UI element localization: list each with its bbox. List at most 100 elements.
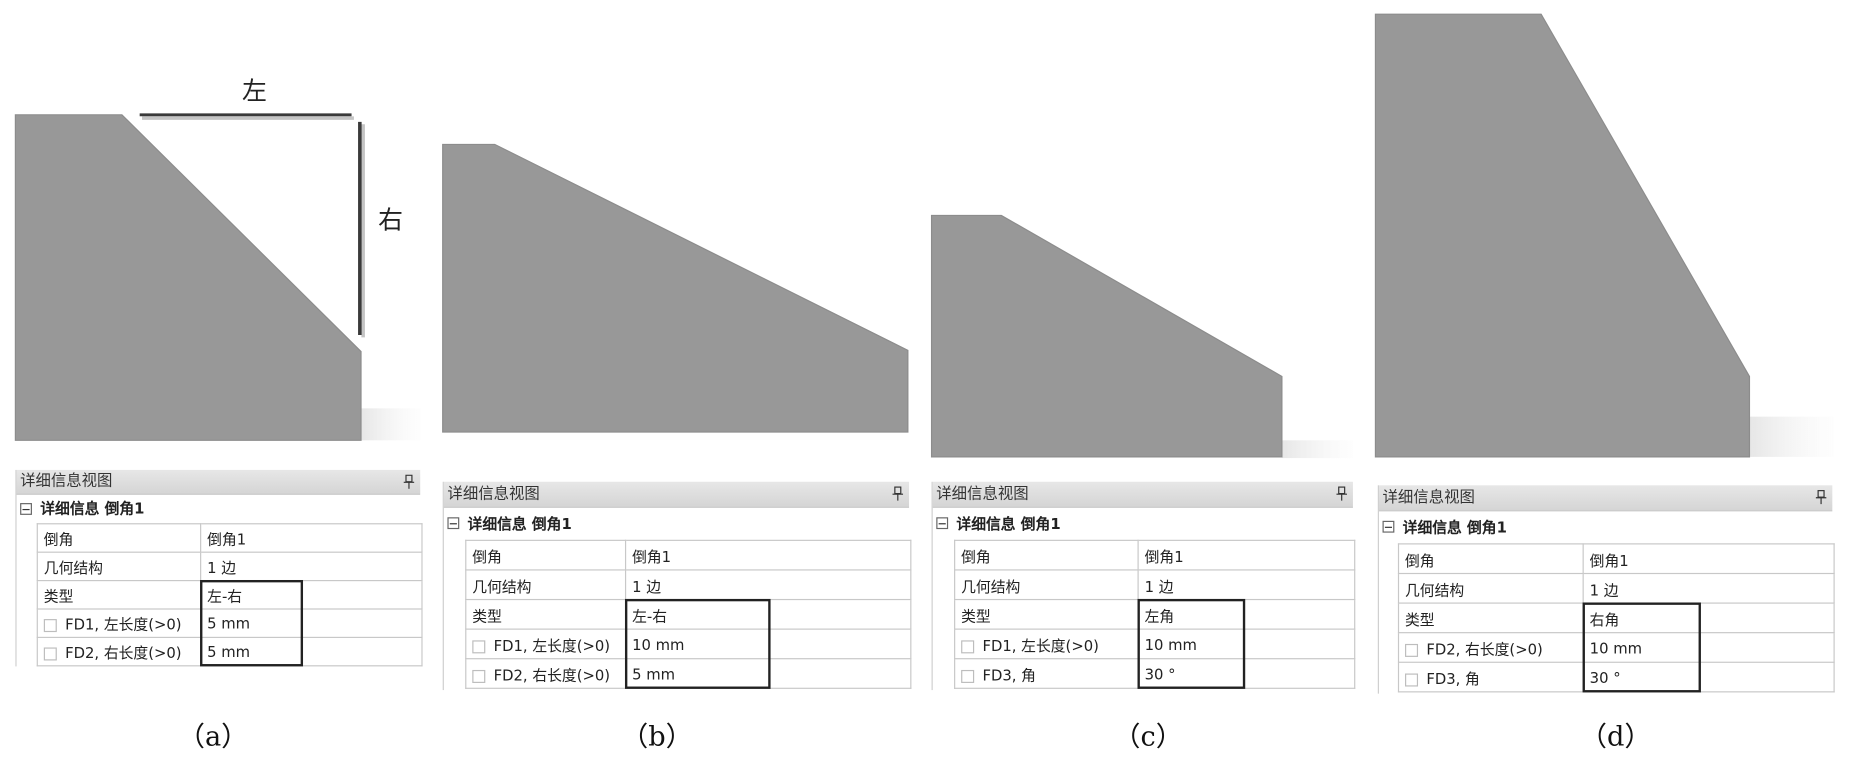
property-label: 类型 xyxy=(954,598,1139,630)
table-row[interactable]: FD1, 左长度(>0) 10 mm xyxy=(954,628,1356,660)
parameter-checkbox[interactable] xyxy=(43,647,57,661)
chamfered-solid-c xyxy=(930,214,1283,458)
property-value[interactable]: 10 mm xyxy=(1582,632,1835,663)
property-label: 倒角 xyxy=(465,539,627,571)
subfigure-caption: （a） xyxy=(177,722,249,753)
property-value[interactable]: 1 边 xyxy=(1137,569,1356,601)
property-label: FD2, 右长度(>0) xyxy=(1397,632,1584,663)
details-group-header[interactable]: 详细信息 倒角1 xyxy=(1379,511,1832,543)
parameter-checkbox[interactable] xyxy=(1405,643,1419,657)
property-label-text: FD1, 左长度(>0) xyxy=(65,615,182,634)
details-group-title: 详细信息 倒角1 xyxy=(1402,518,1507,537)
details-view-header: 详细信息视图 xyxy=(16,469,421,495)
details-group-header[interactable]: 详细信息 倒角1 xyxy=(933,508,1353,540)
property-value[interactable]: 倒角1 xyxy=(200,523,423,553)
property-label-text: FD1, 左长度(>0) xyxy=(493,636,611,654)
property-label: FD1, 左长度(>0) xyxy=(465,628,627,660)
table-row[interactable]: 类型 左-右 xyxy=(465,598,912,630)
collapse-icon[interactable] xyxy=(936,517,949,530)
pin-icon[interactable] xyxy=(403,474,415,489)
table-row[interactable]: FD2, 右长度(>0) 5 mm xyxy=(465,658,912,689)
property-label-text: FD1, 左长度(>0) xyxy=(982,636,1099,654)
table-row[interactable]: 倒角 倒角1 xyxy=(1397,543,1835,575)
property-value[interactable]: 1 边 xyxy=(200,551,423,582)
pin-icon[interactable] xyxy=(1815,490,1827,505)
parameter-checkbox[interactable] xyxy=(43,619,57,633)
parameter-checkbox[interactable] xyxy=(961,669,975,683)
property-label-text: FD2, 右长度(>0) xyxy=(493,665,611,684)
parameter-checkbox[interactable] xyxy=(472,639,486,653)
table-row[interactable]: 几何结构 1 边 xyxy=(465,569,912,601)
details-view-panel-b: 详细信息视图 详细信息 倒角1 倒角 倒角1 几何结构 1 边 类型 左-右 F… xyxy=(442,481,912,691)
details-group-title: 详细信息 倒角1 xyxy=(40,499,145,518)
property-label-text: FD2, 右长度(>0) xyxy=(65,643,182,662)
property-label-text: FD3, 角 xyxy=(1426,669,1480,688)
property-value[interactable]: 30 ° xyxy=(1582,661,1835,693)
details-group-header[interactable]: 详细信息 倒角1 xyxy=(17,495,421,523)
collapse-icon[interactable] xyxy=(447,517,460,530)
details-view-header: 详细信息视图 xyxy=(932,481,1353,508)
property-label: FD3, 角 xyxy=(954,658,1139,689)
subfigure-caption: （b） xyxy=(620,722,693,753)
property-label: 倒角 xyxy=(36,523,202,553)
property-label: 倒角 xyxy=(954,539,1139,571)
table-row[interactable]: FD3, 角 30 ° xyxy=(1397,661,1835,693)
property-value[interactable]: 1 边 xyxy=(624,569,912,601)
table-row[interactable]: 类型 左角 xyxy=(954,598,1356,630)
details-view-panel-a: 详细信息视图 详细信息 倒角1 倒角 倒角1 几何结构 1 边 类型 左-右 F… xyxy=(15,469,423,667)
parameter-checkbox[interactable] xyxy=(472,669,486,683)
collapse-icon[interactable] xyxy=(20,503,32,515)
property-value[interactable]: 10 mm xyxy=(624,628,912,660)
chamfered-solid-b xyxy=(442,143,909,433)
details-table: 倒角 倒角1 几何结构 1 边 类型 右角 FD2, 右长度(>0) 10 mm… xyxy=(1397,543,1835,693)
details-group-title: 详细信息 倒角1 xyxy=(467,514,572,533)
table-row[interactable]: 倒角 倒角1 xyxy=(954,539,1356,571)
parameter-checkbox[interactable] xyxy=(961,639,975,653)
property-value[interactable]: 右角 xyxy=(1582,602,1835,634)
parameter-checkbox[interactable] xyxy=(1405,672,1419,686)
details-view-panel-d: 详细信息视图 详细信息 倒角1 倒角 倒角1 几何结构 1 边 类型 右角 FD… xyxy=(1377,485,1835,694)
property-label-text: FD2, 右长度(>0) xyxy=(1426,639,1543,658)
details-view-title: 详细信息视图 xyxy=(936,485,1029,504)
subfigure-caption: （c） xyxy=(1113,722,1184,753)
table-row[interactable]: FD3, 角 30 ° xyxy=(954,658,1356,689)
table-row[interactable]: 几何结构 1 边 xyxy=(36,551,423,582)
property-value[interactable]: 30 ° xyxy=(1137,658,1356,689)
property-value[interactable]: 5 mm xyxy=(200,608,423,638)
details-group-title: 详细信息 倒角1 xyxy=(956,514,1061,533)
table-row[interactable]: FD1, 左长度(>0) 10 mm xyxy=(465,628,912,660)
pin-icon[interactable] xyxy=(1336,486,1348,501)
table-row[interactable]: FD2, 右长度(>0) 10 mm xyxy=(1397,632,1835,663)
details-group-header[interactable]: 详细信息 倒角1 xyxy=(444,508,909,540)
property-value[interactable]: 倒角1 xyxy=(1137,539,1356,571)
table-row[interactable]: 倒角 倒角1 xyxy=(465,539,912,571)
collapse-icon[interactable] xyxy=(1382,520,1395,533)
table-row[interactable]: 倒角 倒角1 xyxy=(36,523,423,553)
property-label: FD1, 左长度(>0) xyxy=(36,608,202,638)
table-row[interactable]: FD2, 右长度(>0) 5 mm xyxy=(36,636,423,667)
property-value[interactable]: 倒角1 xyxy=(1582,543,1835,575)
table-row[interactable]: 类型 左-右 xyxy=(36,579,423,610)
property-value[interactable]: 10 mm xyxy=(1137,628,1356,660)
chamfered-solid-d xyxy=(1374,13,1751,458)
pin-icon[interactable] xyxy=(892,486,904,501)
chamfered-solid-a xyxy=(14,114,362,441)
property-value[interactable]: 左角 xyxy=(1137,598,1356,630)
property-value[interactable]: 倒角1 xyxy=(624,539,912,571)
property-value[interactable]: 1 边 xyxy=(1582,572,1835,604)
property-label: 几何结构 xyxy=(1397,572,1584,604)
property-value[interactable]: 5 mm xyxy=(624,658,912,689)
table-row[interactable]: 几何结构 1 边 xyxy=(1397,572,1835,604)
table-row[interactable]: FD1, 左长度(>0) 5 mm xyxy=(36,608,423,638)
table-row[interactable]: 几何结构 1 边 xyxy=(954,569,1356,601)
table-row[interactable]: 类型 右角 xyxy=(1397,602,1835,634)
property-value[interactable]: 左-右 xyxy=(200,579,423,610)
property-label: FD2, 右长度(>0) xyxy=(465,658,627,689)
dimension-label-vertical: 右 xyxy=(378,205,404,235)
viewport-shade xyxy=(361,408,421,441)
property-label: FD3, 角 xyxy=(1397,661,1584,693)
property-value[interactable]: 左-右 xyxy=(624,598,912,630)
property-value[interactable]: 5 mm xyxy=(200,636,423,667)
property-label: FD1, 左长度(>0) xyxy=(954,628,1139,660)
